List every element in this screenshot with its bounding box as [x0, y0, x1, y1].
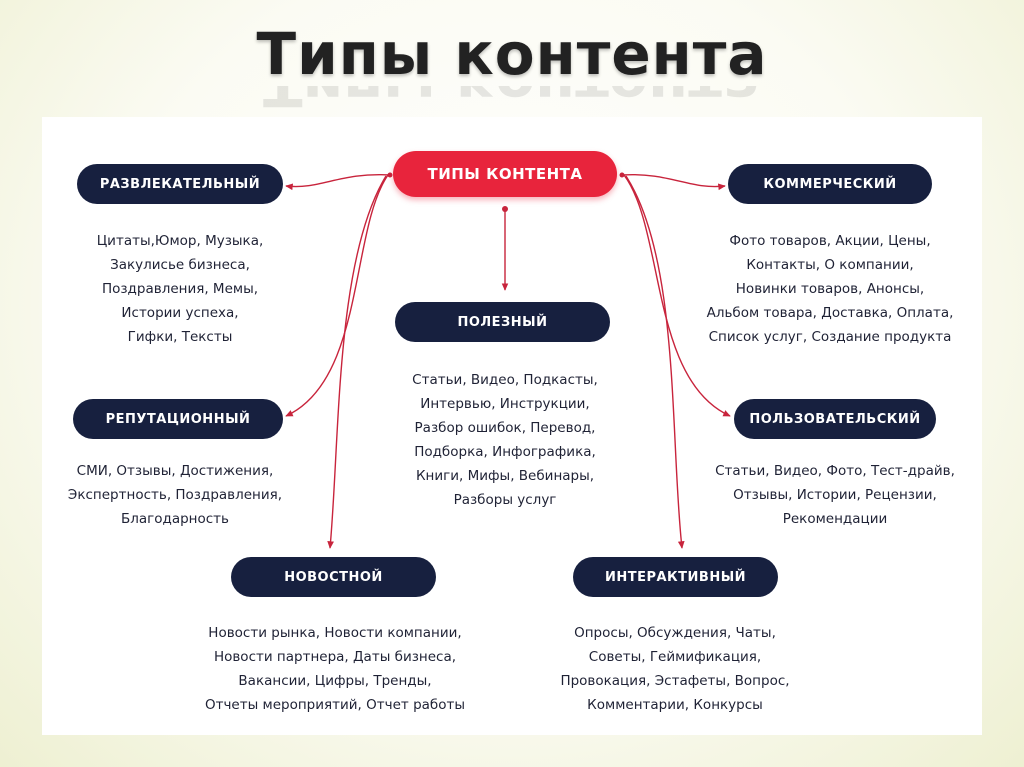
node-reputation: РЕПУТАЦИОННЫЙ: [73, 399, 283, 439]
list-item: Цитаты,Юмор, Музыка,: [96, 233, 264, 249]
list-item: Закулисье бизнеса,: [110, 257, 250, 273]
connector-entertainment: [285, 173, 391, 191]
desc-entertainment: Цитаты,Юмор, Музыка, Закулисье бизнеса, …: [60, 229, 300, 349]
connector-user: [623, 174, 731, 417]
list-item: Новинки товаров, Анонсы,: [735, 281, 925, 297]
list-item: Подборка, Инфографика,: [414, 444, 596, 460]
list-item: Фото товаров, Акции, Цены,: [729, 233, 931, 249]
list-item: Советы, Геймификация,: [588, 649, 762, 665]
list-item: Опросы, Обсуждения, Чаты,: [574, 625, 776, 641]
desc-news: Новости рынка, Новости компании, Новости…: [175, 621, 495, 717]
list-item: Истории успеха,: [121, 305, 239, 321]
list-item: Отзывы, Истории, Рецензии,: [733, 487, 937, 503]
connector-reputation: [285, 174, 389, 417]
list-item: Интервью, Инструкции,: [420, 396, 590, 412]
desc-reputation: СМИ, Отзывы, Достижения, Экспертность, П…: [40, 459, 310, 531]
list-item: СМИ, Отзывы, Достижения,: [76, 463, 274, 479]
list-item: Статьи, Видео, Подкасты,: [412, 372, 598, 388]
page-title: Типы контента: [256, 20, 768, 88]
list-item: Гифки, Тексты: [127, 329, 233, 345]
list-item: Вакансии, Цифры, Тренды,: [238, 673, 432, 689]
list-item: Контакты, О компании,: [746, 257, 914, 273]
connector-commercial: [621, 173, 726, 191]
desc-commercial: Фото товаров, Акции, Цены, Контакты, О к…: [680, 229, 980, 349]
list-item: Благодарность: [120, 511, 230, 527]
list-item: Новости рынка, Новости компании,: [208, 625, 462, 641]
list-item: Альбом товара, Доставка, Оплата,: [706, 305, 954, 321]
list-item: Книги, Мифы, Вебинары,: [415, 468, 595, 484]
desc-interactive: Опросы, Обсуждения, Чаты, Советы, Геймиф…: [525, 621, 825, 717]
connector-news: [327, 175, 387, 549]
desc-useful: Статьи, Видео, Подкасты, Интервью, Инстр…: [380, 368, 630, 512]
list-item: Новости партнера, Даты бизнеса,: [213, 649, 457, 665]
center-node: ТИПЫ КОНТЕНТА: [393, 151, 617, 197]
list-item: Статьи, Видео, Фото, Тест-драйв,: [715, 463, 955, 479]
node-commercial: КОММЕРЧЕСКИЙ: [728, 164, 932, 204]
list-item: Комментарии, Конкурсы: [587, 697, 763, 713]
list-item: Список услуг, Создание продукта: [708, 329, 952, 345]
list-item: Рекомендации: [782, 511, 888, 527]
list-item: Разборы услуг: [453, 492, 557, 508]
node-interactive: ИНТЕРАКТИВНЫЙ: [573, 557, 778, 597]
connector-interactive: [625, 175, 685, 549]
node-entertainment: РАЗВЛЕКАТЕЛЬНЫЙ: [77, 164, 283, 204]
list-item: Экспертность, Поздравления,: [67, 487, 283, 503]
list-item: Поздравления, Мемы,: [101, 281, 259, 297]
node-useful: ПОЛЕЗНЫЙ: [395, 302, 610, 342]
desc-user: Статьи, Видео, Фото, Тест-драйв, Отзывы,…: [690, 459, 980, 531]
node-user: ПОЛЬЗОВАТЕЛЬСКИЙ: [734, 399, 936, 439]
list-item: Отчеты мероприятий, Отчет работы: [204, 697, 466, 713]
list-item: Разбор ошибок, Перевод,: [414, 420, 596, 436]
list-item: Провокация, Эстафеты, Вопрос,: [560, 673, 790, 689]
node-news: НОВОСТНОЙ: [231, 557, 436, 597]
